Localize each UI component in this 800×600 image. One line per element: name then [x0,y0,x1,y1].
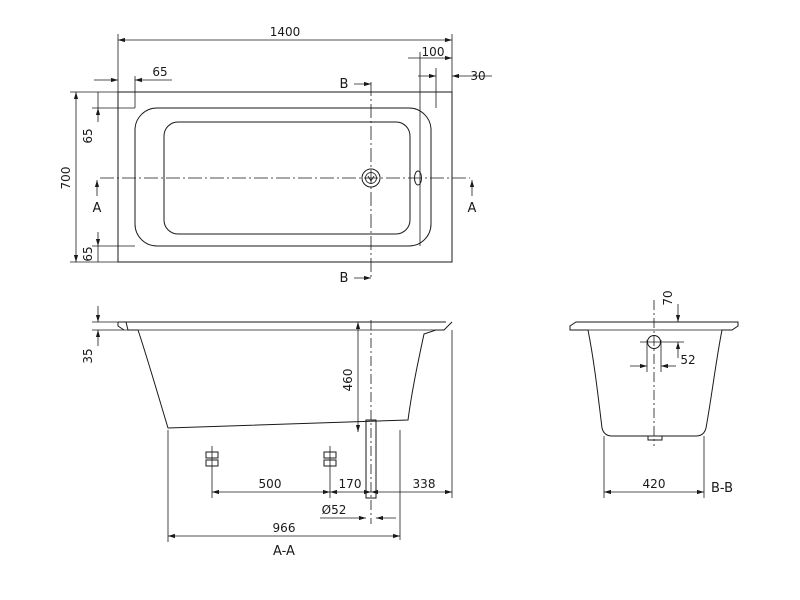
bathtub-rim-outline [134,107,432,247]
dim-base-width: 420 [643,477,666,491]
section-bb-bottom-label: B [340,271,349,286]
section-bb-top-label: B [340,77,349,92]
dim-width: 1400 [270,25,301,39]
dim-foot-spacing: 500 [259,477,282,491]
dim-drain-to-end: 338 [413,477,436,491]
section-aa-view: 35 460 500 170 338 Ø52 966 A-A [81,306,453,559]
dim-rim-height: 35 [81,348,95,363]
section-aa-left-label: A [93,201,102,216]
dim-overflow-height: 70 [661,290,675,305]
section-aa-title: A-A [273,544,295,559]
dim-inner-offset-x: 65 [152,65,167,79]
foot-left-icon [205,446,219,468]
dim-depth: 700 [59,167,73,190]
tub-profile-bb [569,321,739,437]
tub-profile-aa [118,321,453,429]
section-bb-title: B-B [711,481,733,496]
bathtub-outer-outline [117,91,453,263]
section-aa-right-label: A [468,201,477,216]
dim-overflow-size: 52 [680,353,695,367]
dim-inner-offset-bottom: 65 [81,246,95,261]
top-view: 1400 100 30 65 B B A A 700 65 [59,25,492,286]
dim-inner-depth: 460 [341,369,355,392]
dim-overflow-offset: 100 [422,45,445,59]
dim-drain-offset: 170 [339,477,362,491]
foot-right-icon [323,446,337,468]
dim-inner-offset-top: 65 [81,128,95,143]
dim-rim-offset: 30 [470,69,485,83]
dim-base-length: 966 [273,521,296,535]
dim-drain-diameter: Ø52 [322,503,347,517]
section-bb-view: 70 52 420 B-B [569,290,739,498]
